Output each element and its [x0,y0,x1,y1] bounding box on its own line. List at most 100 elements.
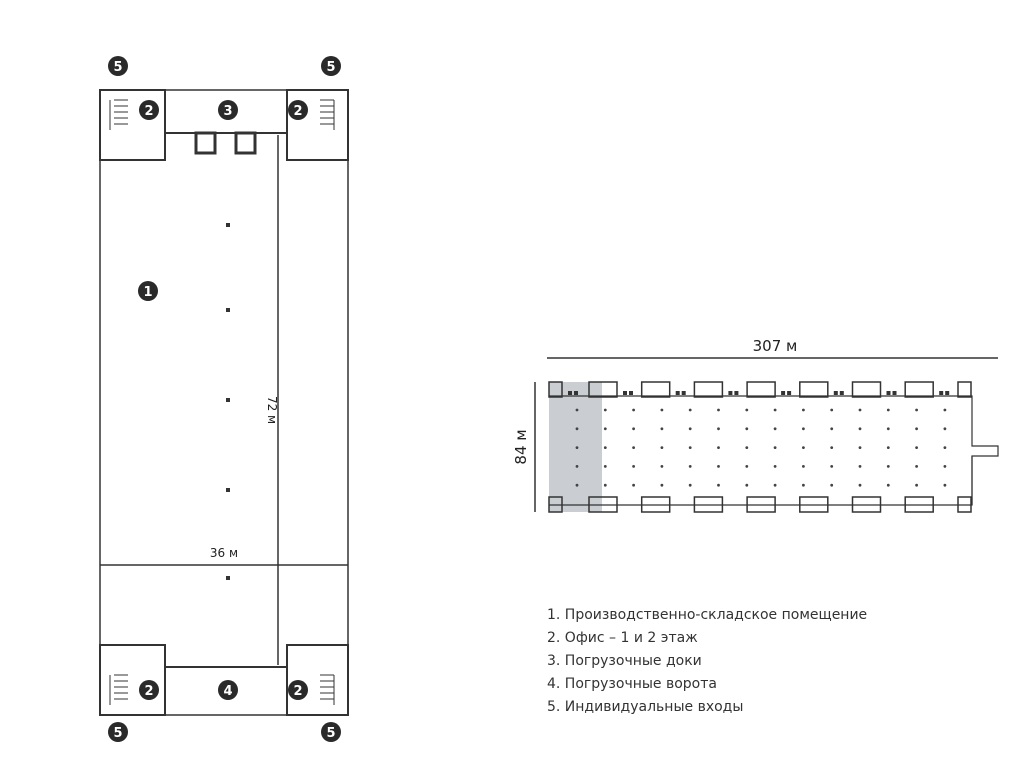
column-marker [802,446,805,449]
svg-text:2: 2 [144,684,153,699]
column-marker [886,483,890,487]
loading-dock [904,496,934,513]
column-marker [830,427,834,431]
column-marker [802,465,805,468]
column-marker [717,483,720,487]
dock-door [623,391,627,395]
column-marker [886,408,890,412]
office-bottom-left [99,644,166,716]
column-marker [575,446,579,449]
dock-door [939,391,944,395]
loading-dock [588,381,618,398]
column-marker [773,446,777,449]
legend-item: 4. Погрузочные ворота [547,676,717,692]
loading-dock [588,496,618,513]
column-marker [688,427,692,431]
dock [194,131,217,155]
dock-door [629,391,633,395]
marker-5: 5 [321,56,341,76]
column-marker [858,446,862,449]
svg-text:2: 2 [144,104,153,119]
loading-dock [640,496,671,513]
column-marker [717,427,720,431]
dock-door [574,391,578,395]
column-marker [915,465,918,468]
loading-dock [548,496,563,513]
width-label: 84 м [512,429,530,464]
column-marker [915,427,918,431]
legend-item: 2. Офис – 1 и 2 этаж [547,630,698,646]
legend-item: 3. Погрузочные доки [547,653,702,669]
column-marker [688,408,692,412]
width-label: 36 м [210,546,238,560]
column-marker [858,483,862,487]
svg-text:5: 5 [113,726,122,741]
column-marker [603,427,607,431]
column-marker [632,446,635,449]
right-plan [534,357,999,513]
marker-2: 2 [139,680,159,700]
legend: 1. Производственно-складское помещение 2… [547,604,867,719]
legend-item: 1. Производственно-складское помещение [547,607,868,623]
column-marker [773,427,777,431]
loading-dock [904,381,934,398]
dock [234,131,257,155]
loading-dock [957,496,972,513]
column-marker [830,446,834,449]
column-marker [717,446,720,449]
column-marker [632,427,635,431]
svg-text:3: 3 [223,104,232,119]
column-marker [660,446,664,449]
column-marker [575,408,579,412]
column-marker [915,483,918,487]
svg-text:2: 2 [293,684,302,699]
marker-5: 5 [321,722,341,742]
dock-door [728,391,733,395]
svg-text:1: 1 [143,285,152,300]
marker-2: 2 [139,100,159,120]
marker-5: 5 [108,56,128,76]
column-marker [575,483,579,487]
column-marker [886,446,890,449]
marker-5: 5 [108,722,128,742]
marker-1: 1 [138,281,158,301]
marker-3: 3 [218,100,238,120]
column-marker [773,408,777,412]
column-marker [943,483,947,487]
column-marker [802,483,805,487]
dock-door [839,391,844,395]
dock-door [681,391,686,395]
column-marker [632,408,635,412]
column-marker [660,465,664,468]
marker-2: 2 [288,680,308,700]
svg-text:4: 4 [223,684,232,699]
loading-dock [693,496,724,513]
column-marker [915,408,918,412]
column-marker [717,408,720,412]
column-marker [802,427,805,431]
column-marker [603,446,607,449]
column-marker [745,483,749,487]
dock-door [787,391,792,395]
svg-text:5: 5 [326,60,335,75]
column-marker [858,427,862,431]
column-marker [660,408,664,412]
column-marker [688,465,692,468]
column-marker [943,465,947,468]
column-marker [632,465,635,468]
column-marker [858,408,862,412]
column-marker [886,427,890,431]
loading-dock [746,496,776,513]
marker-2: 2 [288,100,308,120]
column-marker [830,465,834,468]
column-marker [886,465,890,468]
markers: 1 2 2 2 2 3 4 5 5 5 5 [108,56,341,742]
loading-dock [957,381,972,398]
column-marker [915,446,918,449]
loading-dock [548,381,563,398]
svg-text:5: 5 [326,726,335,741]
column-marker [773,483,777,487]
column-marker [745,465,749,468]
column-marker [745,408,749,412]
column-marker [943,446,947,449]
